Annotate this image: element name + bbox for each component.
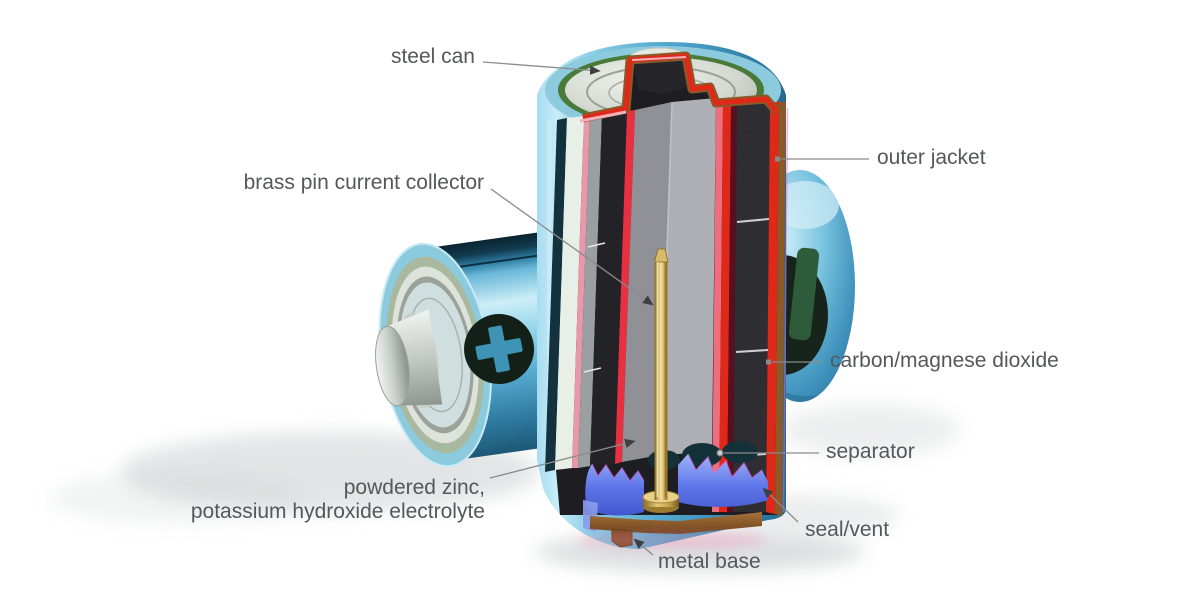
label-powdered-zinc-line1: powdered zinc, [343,476,485,499]
label-powdered-zinc-line2: potassium hydroxide electrolyte [190,500,485,523]
right-cut-layers [712,102,789,516]
label-brass-pin: brass pin current collector [243,171,484,194]
brass-pin [642,248,680,513]
leader-metal-base [633,538,654,556]
separator-line [736,218,770,223]
label-outer-jacket: outer jacket [877,146,986,169]
leader-seal-vent [762,487,799,523]
label-separator: separator [826,440,915,463]
seal-vent-left [585,464,644,516]
positive-button-terminal [375,309,443,409]
steel-can-cross-section [555,116,584,470]
outer-jacket-red-edge [766,102,779,514]
rear-battery-label-bar [788,247,820,341]
label-seal-vent: seal/vent [805,518,890,541]
label-carbon: carbon/magnese dioxide [830,349,1059,372]
leader-lines [482,61,869,556]
jacket-top-frame [579,51,781,123]
powdered-zinc-core [622,98,716,462]
label-powdered-zinc: powdered zinc, potassium hydroxide elect… [191,476,485,524]
horizontal-battery-positive-end [375,242,492,468]
carbon-layer-left [590,111,627,466]
leader-steel-can [482,61,601,75]
separator-line [735,349,769,353]
plus-icon [464,314,535,385]
cutaway-battery [537,42,789,549]
leader-brass-pin [490,188,654,306]
metal-base [590,512,762,534]
label-metal-base: metal base [658,550,761,573]
leader-powdered-zinc [489,438,636,479]
left-cut-layers [545,110,635,472]
label-steel-can: steel can [390,45,475,68]
